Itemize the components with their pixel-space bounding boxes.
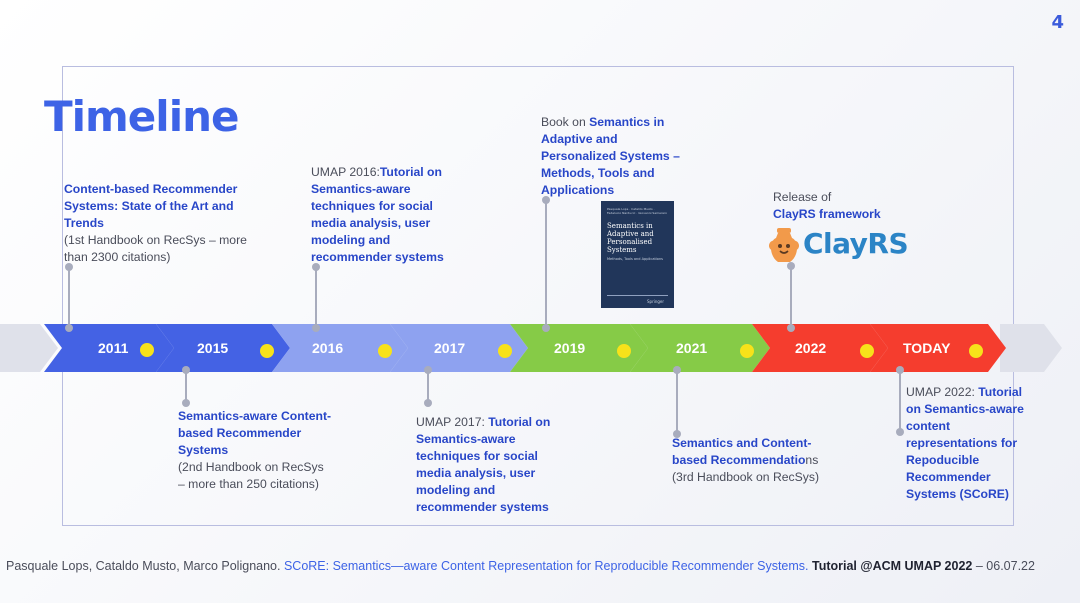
book-cover-publisher: Springer xyxy=(647,299,665,304)
chevron-2019 xyxy=(510,324,648,372)
book-cover-title: Semantics in Adaptive and Personalised S… xyxy=(607,222,654,254)
clayrs-logo: ClayRS xyxy=(768,224,918,268)
note-today: UMAP 2022: Tutorial on Semantics-aware c… xyxy=(906,384,1036,503)
note-2016-venue: UMAP 2016: xyxy=(311,165,380,179)
note-2022: Release of ClayRS framework xyxy=(773,189,913,223)
connector-dot-2015 xyxy=(182,366,190,374)
book-cover-authors: Pasquale Lops · Cataldo Musto · Fedeluci… xyxy=(607,207,668,215)
milestone-label-2016: 2016 xyxy=(312,340,343,356)
note-2021-title: Semantics and Content-based Recommendati… xyxy=(672,436,812,467)
connector-2017 xyxy=(427,370,429,402)
note-2015-detail: (2nd Handbook on RecSys – more than 250 … xyxy=(178,460,324,491)
note-2019: Book on Semantics in Adaptive and Person… xyxy=(541,114,691,199)
milestone-label-2019: 2019 xyxy=(554,340,585,356)
clayrs-logo-text: ClayRS xyxy=(803,227,909,260)
milestone-dot-2022 xyxy=(860,344,874,358)
book-cover-rule xyxy=(607,295,668,296)
milestone-label-2022: 2022 xyxy=(795,340,826,356)
note-2019-title: Semantics in Adaptive and Personalized S… xyxy=(541,115,680,197)
note-2011-detail: (1st Handbook on RecSys – more than 2300… xyxy=(64,233,247,264)
connector-2011 xyxy=(68,268,70,328)
timeline-tail-arrow xyxy=(1000,324,1062,372)
footer-date: – 06.07.22 xyxy=(975,559,1035,573)
connector-end-2011 xyxy=(65,324,73,332)
timeline-ribbon: 2011 2015 2016 2017 2019 2021 2022 TODAY xyxy=(0,324,1062,372)
connector-dot-2021 xyxy=(673,366,681,374)
note-2015-title: Semantics-aware Content-based Recommende… xyxy=(178,409,332,457)
note-today-venue: UMAP 2022: xyxy=(906,385,979,399)
connector-end-2019 xyxy=(542,324,550,332)
connector-today xyxy=(899,370,901,432)
milestone-label-today: TODAY xyxy=(903,340,951,356)
connector-end-2022 xyxy=(787,324,795,332)
chevron-2021 xyxy=(630,324,770,372)
footer-authors: Pasquale Lops, Cataldo Musto, Marco Poli… xyxy=(6,559,281,573)
timeline-start-arrow xyxy=(0,324,58,372)
connector-end-2016 xyxy=(312,324,320,332)
connector-2022 xyxy=(790,266,792,328)
connector-2015 xyxy=(185,370,187,402)
connector-dot-2017 xyxy=(424,366,432,374)
milestone-dot-2016 xyxy=(378,344,392,358)
book-cover-image: Pasquale Lops · Cataldo Musto · Fedeluci… xyxy=(601,201,674,308)
chevron-today xyxy=(870,324,1006,372)
footer-title: SCoRE: Semantics—aware Content Represent… xyxy=(283,559,809,573)
page-number: 4 xyxy=(1051,12,1064,33)
note-2016: UMAP 2016:Tutorial on Semantics-aware te… xyxy=(311,164,461,266)
note-2021-title-tail: ns xyxy=(805,453,819,467)
slide-footer: Pasquale Lops, Cataldo Musto, Marco Poli… xyxy=(6,559,1076,573)
connector-end-2021 xyxy=(673,430,681,438)
note-2017-venue: UMAP 2017: xyxy=(416,415,489,429)
connector-2016 xyxy=(315,268,317,328)
chevron-2015 xyxy=(156,324,290,372)
connector-dot-2011 xyxy=(65,263,73,271)
chevron-2022 xyxy=(752,324,888,372)
milestone-label-2011: 2011 xyxy=(98,340,129,356)
note-2017-title: Tutorial on Semantics-aware techniques f… xyxy=(416,415,551,514)
clay-pot-icon xyxy=(769,228,799,262)
note-2019-prefix: Book on xyxy=(541,115,590,129)
milestone-label-2021: 2021 xyxy=(676,340,707,356)
milestone-label-2017: 2017 xyxy=(434,340,465,356)
note-2011: Content-based Recommender Systems: State… xyxy=(64,181,264,266)
connector-dot-2022 xyxy=(787,262,795,270)
footer-venue: Tutorial @ACM UMAP 2022 xyxy=(812,559,973,573)
connector-dot-2016 xyxy=(312,263,320,271)
note-2011-title: Content-based Recommender Systems: State… xyxy=(64,182,238,230)
connector-dot-2019 xyxy=(542,196,550,204)
connector-dot-today xyxy=(896,366,904,374)
milestone-label-2015: 2015 xyxy=(197,340,228,356)
connector-end-today xyxy=(896,428,904,436)
note-2017: UMAP 2017: Tutorial on Semantics-aware t… xyxy=(416,414,566,516)
milestone-dot-2015 xyxy=(260,344,274,358)
connector-2019 xyxy=(545,200,547,328)
connector-end-2017 xyxy=(424,399,432,407)
note-2021-detail: (3rd Handbook on RecSys) xyxy=(672,470,819,484)
note-2021: Semantics and Content-based Recommendati… xyxy=(672,435,832,486)
slide-title: Timeline xyxy=(44,92,239,141)
note-2015: Semantics-aware Content-based Recommende… xyxy=(178,408,333,493)
milestone-dot-2021 xyxy=(740,344,754,358)
note-2022-prefix: Release of xyxy=(773,190,832,204)
book-cover-subtitle: Methods, Tools and Applications xyxy=(607,257,663,261)
connector-2021 xyxy=(676,370,678,434)
note-2016-title: Tutorial on Semantics-aware techniques f… xyxy=(311,165,444,264)
chevron-2017 xyxy=(390,324,528,372)
connector-end-2015 xyxy=(182,399,190,407)
chevron-2016 xyxy=(272,324,408,372)
content-frame xyxy=(62,66,1014,526)
milestone-dot-2011 xyxy=(140,343,154,357)
chevron-2011 xyxy=(44,324,174,372)
milestone-dot-today xyxy=(969,344,983,358)
note-2022-title: ClayRS framework xyxy=(773,207,881,221)
note-today-title: Tutorial on Semantics-aware content repr… xyxy=(906,385,1024,501)
milestone-dot-2017 xyxy=(498,344,512,358)
milestone-dot-2019 xyxy=(617,344,631,358)
